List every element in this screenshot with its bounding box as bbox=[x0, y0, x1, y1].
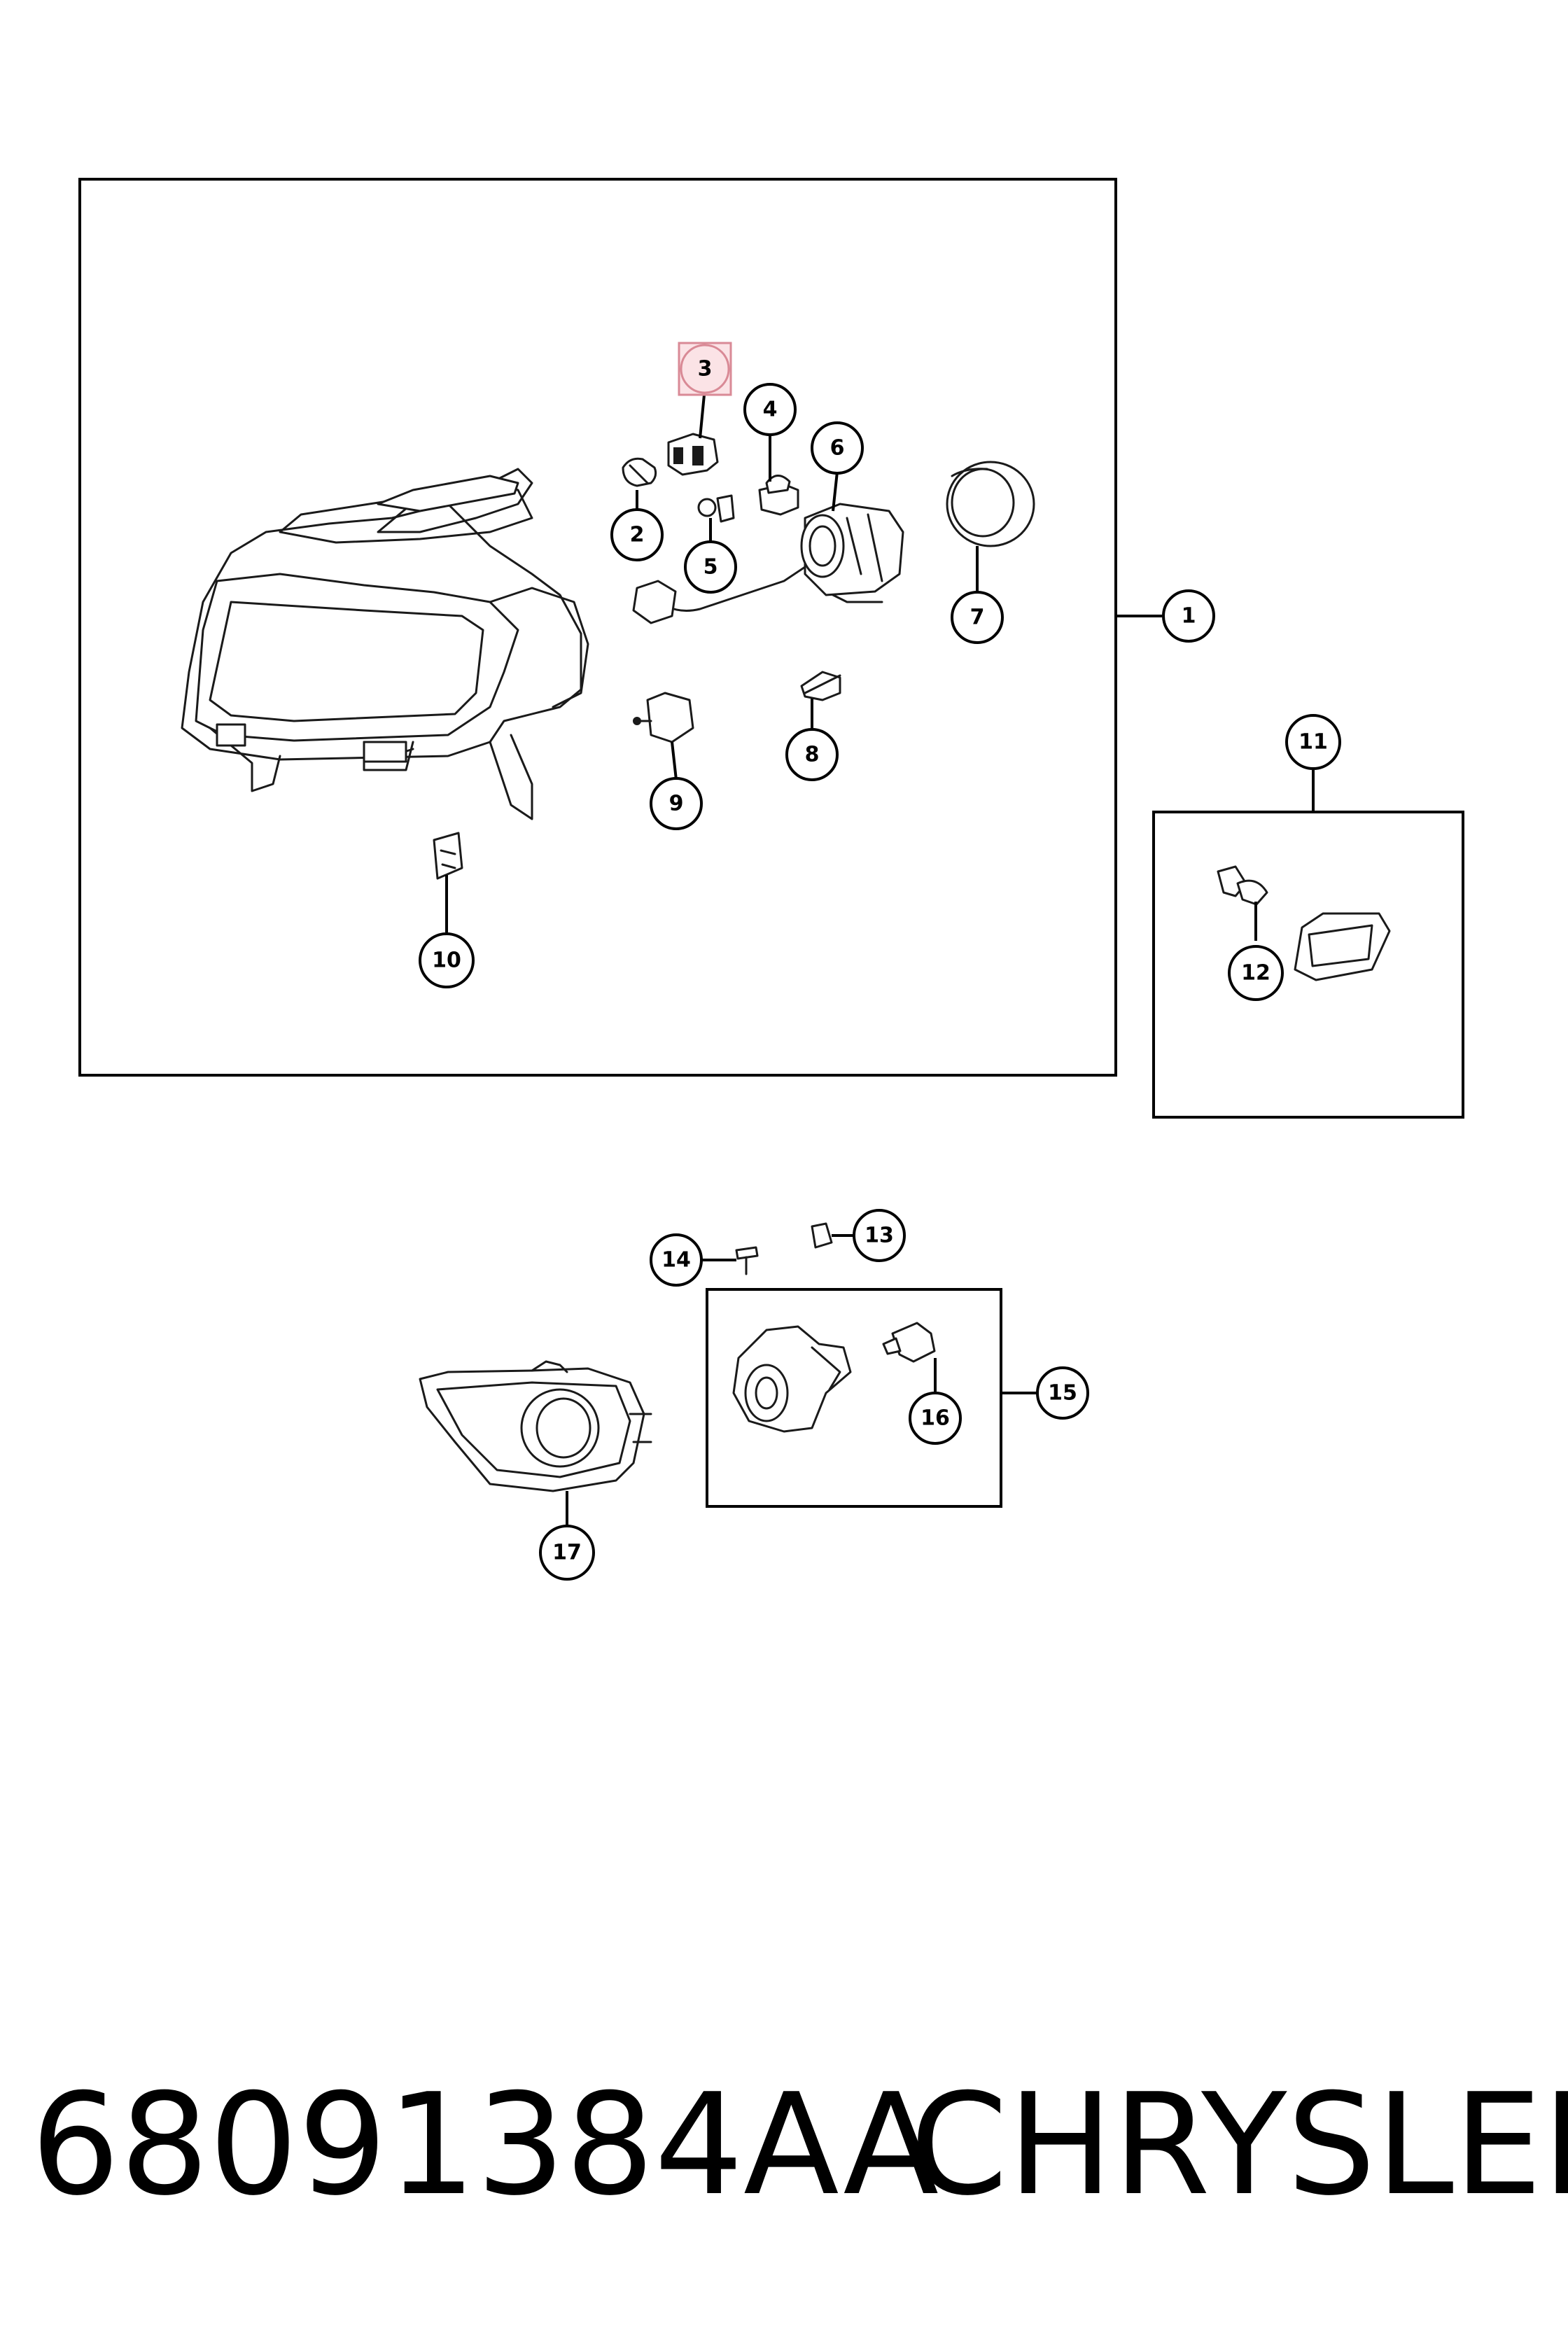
fastener-screw bbox=[735, 1246, 759, 1275]
headlamp-assembly-frame bbox=[78, 178, 1117, 1077]
bezel-ring bbox=[946, 461, 1035, 547]
leveling-motor bbox=[633, 692, 694, 743]
callout-6-label: 6 bbox=[830, 436, 845, 461]
callout-16-label: 16 bbox=[920, 1406, 950, 1431]
brand-label: CHRYSLER bbox=[910, 2064, 1568, 2227]
callout-12[interactable]: 12 bbox=[1228, 945, 1284, 1001]
callout-14[interactable]: 14 bbox=[650, 1233, 703, 1287]
side-marker-lens bbox=[1294, 912, 1391, 981]
callout-11-label: 11 bbox=[1298, 730, 1328, 755]
fastener-clip bbox=[811, 1222, 833, 1249]
callout-2[interactable]: 2 bbox=[610, 508, 664, 561]
callout-3-highlighted[interactable]: 3 bbox=[678, 342, 732, 396]
side-marker-frame bbox=[1152, 811, 1464, 1119]
callout-2-label: 2 bbox=[630, 523, 645, 547]
fog-lamp-bezel bbox=[419, 1360, 652, 1492]
fog-lamp-bulb bbox=[882, 1322, 936, 1363]
callout-13[interactable]: 13 bbox=[853, 1209, 906, 1262]
callout-1[interactable]: 1 bbox=[1162, 589, 1215, 643]
callout-6[interactable]: 6 bbox=[811, 421, 864, 475]
callout-5[interactable]: 5 bbox=[684, 540, 737, 594]
callout-8-label: 8 bbox=[805, 743, 820, 767]
socket-part-3 bbox=[667, 433, 719, 476]
callout-13-label: 13 bbox=[864, 1224, 894, 1248]
callout-1-label: 1 bbox=[1182, 604, 1196, 629]
fog-lamp-module bbox=[732, 1325, 852, 1433]
callout-7-label: 7 bbox=[970, 606, 985, 630]
bulb-part-5 bbox=[697, 494, 735, 523]
bulb-part-4 bbox=[758, 475, 799, 516]
fog-lamp-frame bbox=[706, 1288, 1002, 1508]
callout-4-label: 4 bbox=[763, 398, 778, 422]
part-number-label: 68091384AA bbox=[31, 2064, 939, 2227]
headlamp-housing bbox=[181, 468, 589, 820]
callout-8[interactable]: 8 bbox=[785, 728, 839, 781]
callout-9-label: 9 bbox=[669, 792, 684, 816]
callout-15[interactable]: 15 bbox=[1036, 1366, 1089, 1420]
callout-10-label: 10 bbox=[432, 948, 461, 973]
callout-12-label: 12 bbox=[1241, 961, 1270, 986]
callout-3-label: 3 bbox=[698, 357, 713, 382]
projector-module bbox=[632, 503, 904, 624]
callout-15-label: 15 bbox=[1048, 1381, 1077, 1406]
callout-5-label: 5 bbox=[704, 555, 718, 580]
callout-10[interactable]: 10 bbox=[419, 932, 475, 988]
side-marker-bulb bbox=[1217, 865, 1268, 906]
callout-17[interactable]: 17 bbox=[539, 1525, 595, 1581]
bulb-small bbox=[622, 457, 657, 487]
callout-9[interactable]: 9 bbox=[650, 777, 703, 830]
callout-14-label: 14 bbox=[662, 1248, 691, 1273]
bulb-part-8 bbox=[800, 671, 841, 701]
mounting-bracket bbox=[433, 832, 463, 880]
callout-16[interactable]: 16 bbox=[909, 1392, 962, 1445]
callout-17-label: 17 bbox=[552, 1541, 582, 1565]
callout-11[interactable]: 11 bbox=[1285, 714, 1341, 770]
callout-4[interactable]: 4 bbox=[743, 383, 797, 436]
callout-7[interactable]: 7 bbox=[951, 591, 1004, 644]
